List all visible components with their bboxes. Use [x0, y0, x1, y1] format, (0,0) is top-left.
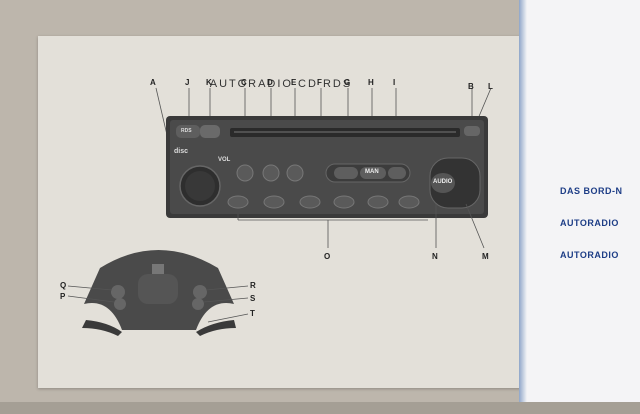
page-edge	[519, 0, 527, 414]
manual-right-page	[520, 0, 640, 414]
callout-k: K	[206, 78, 212, 87]
k-button	[200, 125, 220, 138]
vol-label: VOL	[218, 157, 230, 163]
callout-e: E	[291, 78, 296, 87]
audio-label: AUDIO	[433, 179, 452, 185]
callout-f: F	[317, 78, 322, 87]
callout-r: R	[250, 281, 256, 290]
manual-left-page: AUTORADIO CD RDS	[38, 36, 524, 388]
disc-label: disc	[174, 148, 188, 155]
callout-j: J	[185, 78, 189, 87]
callout-g: G	[344, 78, 350, 87]
button-c	[237, 165, 253, 181]
callout-a: A	[150, 78, 156, 87]
callout-s: S	[250, 294, 255, 303]
button-d	[263, 165, 279, 181]
callout-h: H	[368, 78, 374, 87]
callout-l: L	[488, 82, 493, 91]
table-surface	[0, 402, 640, 414]
callout-d: D	[267, 78, 273, 87]
callout-t: T	[250, 309, 255, 318]
toc-item-autoradio-2: AUTORADIO	[560, 250, 619, 260]
rds-label: RDS	[181, 128, 192, 134]
eject-button	[464, 126, 480, 136]
callout-i: I	[393, 78, 395, 87]
callout-b: B	[468, 82, 474, 91]
callout-q: Q	[60, 281, 66, 290]
man-label: MAN	[365, 169, 379, 175]
radio-illustration	[38, 36, 524, 388]
callout-p: P	[60, 292, 65, 301]
callout-n: N	[432, 252, 438, 261]
toc-item-bord: DAS BORD-N	[560, 186, 623, 196]
toc-item-autoradio-1: AUTORADIO	[560, 218, 619, 228]
callout-m: M	[482, 252, 489, 261]
steering-wheel-illustration	[82, 250, 236, 336]
callout-c: C	[241, 78, 247, 87]
callout-o: O	[324, 252, 330, 261]
button-e	[287, 165, 303, 181]
